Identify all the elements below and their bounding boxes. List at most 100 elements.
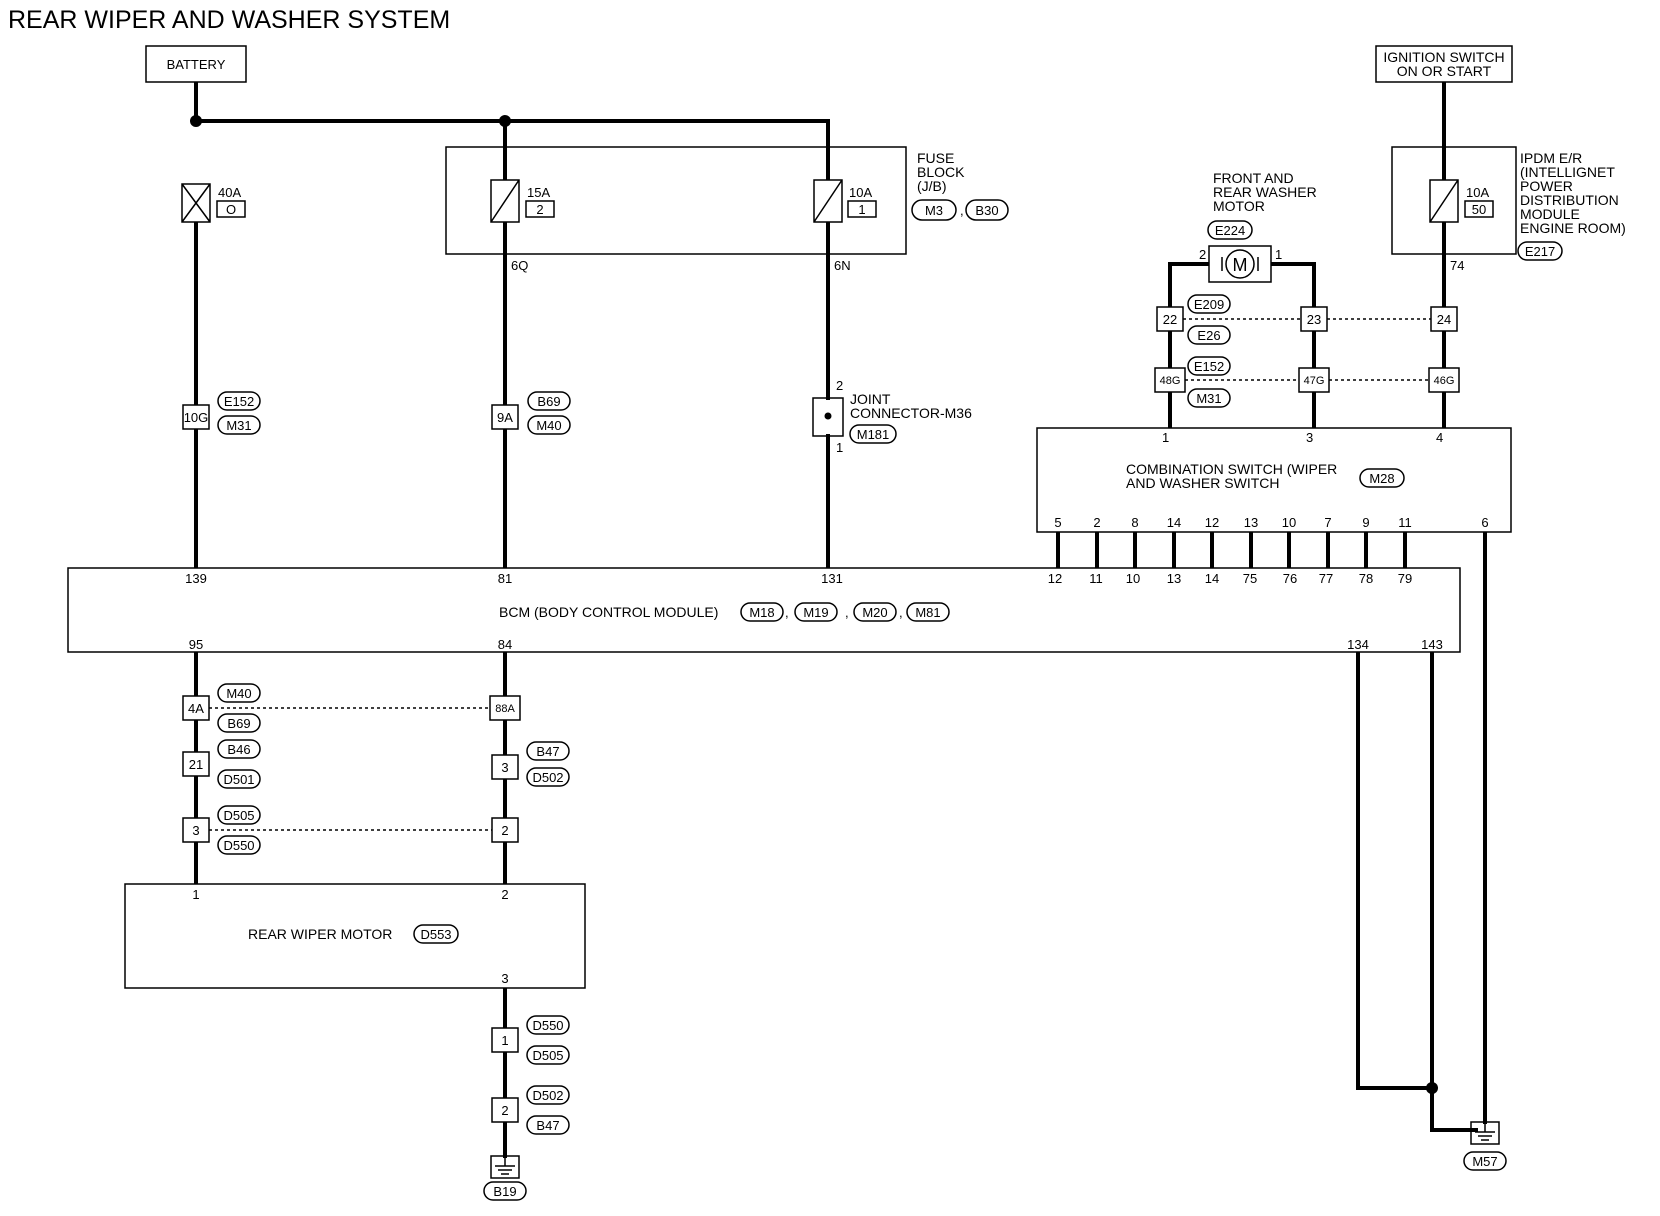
connector-10g-id-2: M31 bbox=[226, 418, 251, 433]
rear-motor-connector-id: D553 bbox=[420, 927, 451, 942]
fuse-40a-number-box bbox=[216, 200, 246, 218]
bcm-conn-2: M19 bbox=[803, 605, 828, 620]
ignition-switch-label-2: ON OR START bbox=[1397, 63, 1492, 79]
fuse-block-conn-1-oval bbox=[911, 199, 957, 221]
fuse-block-box bbox=[445, 146, 907, 255]
fuse-10a-number: 1 bbox=[858, 202, 865, 217]
combo-pin: 7 bbox=[1324, 515, 1331, 530]
rear-motor-pin-3: 3 bbox=[501, 971, 508, 986]
fuse-40a-rating: 40A bbox=[218, 185, 241, 200]
bcm-label: BCM (BODY CONTROL MODULE) bbox=[499, 604, 718, 620]
combo-pin: 6 bbox=[1481, 515, 1488, 530]
bcm-pin: 76 bbox=[1283, 571, 1297, 586]
ipdm-label-2: (INTELLIGNET bbox=[1520, 164, 1615, 180]
fuse-40a-number: O bbox=[226, 202, 236, 217]
rear-motor-pin-2: 2 bbox=[501, 887, 508, 902]
washer-to-switch-wires bbox=[1168, 331, 1316, 428]
connector-22-pin: 22 bbox=[1163, 312, 1177, 327]
bcm-conn-4: M81 bbox=[915, 605, 940, 620]
ground-b19-label: B19 bbox=[493, 1184, 516, 1199]
washer-motor-label-1: FRONT AND bbox=[1213, 170, 1294, 186]
fuse-ipdm-number: 50 bbox=[1472, 202, 1486, 217]
fusible-link-40a-icon bbox=[181, 183, 211, 223]
combo-pin: 12 bbox=[1205, 515, 1219, 530]
connector-lower-row2-id-3-oval bbox=[526, 741, 570, 761]
ground-chain-id-4-oval bbox=[526, 1115, 570, 1135]
combo-switch-top-pin-1: 1 bbox=[1162, 430, 1169, 445]
connector-row1-id-2-oval bbox=[1187, 325, 1231, 345]
connector-88a bbox=[489, 695, 521, 721]
connector-row1-id-2: E26 bbox=[1197, 328, 1220, 343]
connector-3-d505-pin: 3 bbox=[192, 823, 199, 838]
connector-row1-id-1-oval bbox=[1187, 294, 1231, 314]
connector-2-d550-pin: 2 bbox=[501, 823, 508, 838]
ground-b19-oval bbox=[483, 1181, 527, 1201]
ground-chain-id-1-oval bbox=[526, 1015, 570, 1035]
ground-chain-id-4: B47 bbox=[536, 1118, 559, 1133]
ipdm-label-5: MODULE bbox=[1520, 206, 1580, 222]
bcm-conn-sep: , bbox=[845, 605, 849, 620]
connector-3-b47-pin: 3 bbox=[501, 760, 508, 775]
connector-9a bbox=[491, 404, 519, 430]
connector-10g-id-1-oval bbox=[217, 391, 261, 411]
connector-2-d502-pin: 2 bbox=[501, 1103, 508, 1118]
fuse-ipdm-rating: 10A bbox=[1466, 185, 1489, 200]
fuse-15a-icon bbox=[490, 179, 520, 223]
connector-lower-row1-id-1-oval bbox=[217, 683, 261, 703]
washer-motor-wires bbox=[1168, 262, 1316, 307]
ipdm-connector-oval bbox=[1517, 241, 1563, 261]
bcm-pin: 11 bbox=[1089, 571, 1103, 586]
washer-motor-connector-id: E224 bbox=[1215, 223, 1245, 238]
connector-9a-pin: 9A bbox=[497, 410, 513, 425]
ground-m57-icon bbox=[1470, 1121, 1500, 1145]
connector-10g bbox=[182, 404, 210, 430]
bcm-pin: 13 bbox=[1167, 571, 1181, 586]
rear-motor-pin-1: 1 bbox=[192, 887, 199, 902]
bcm-conn-oval bbox=[740, 602, 784, 622]
connector-lower-row1-id-2-oval bbox=[217, 713, 261, 733]
connector-1-d550 bbox=[491, 1027, 519, 1053]
battery-box bbox=[145, 45, 247, 83]
connector-lower-row2-id-2: D501 bbox=[223, 772, 254, 787]
connector-lower-row1-id-1: M40 bbox=[226, 686, 251, 701]
connector-lower-row3-id-2-oval bbox=[217, 835, 261, 855]
bcm-top-pins: 139 81 131 12 11 10 13 14 75 76 77 78 79 bbox=[185, 571, 1412, 586]
fuse-block-label-3: (J/B) bbox=[917, 178, 947, 194]
fuse-10a-rating: 10A bbox=[849, 185, 872, 200]
connector-21 bbox=[182, 751, 210, 777]
ground-m57-oval bbox=[1463, 1151, 1507, 1171]
connector-lower-row2-id-1-oval bbox=[217, 739, 261, 759]
connector-9a-id-1-oval bbox=[527, 391, 571, 411]
ground-chain-id-3-oval bbox=[526, 1085, 570, 1105]
rear-wiper-motor-label: REAR WIPER MOTOR bbox=[248, 926, 392, 942]
bcm-pin: 78 bbox=[1359, 571, 1373, 586]
joint-connector-id-oval bbox=[849, 424, 897, 444]
bcm-conn-sep: , bbox=[899, 605, 903, 620]
connector-47g-pin: 47G bbox=[1304, 375, 1325, 387]
combo-pin: 14 bbox=[1167, 515, 1181, 530]
connector-10g-id-1: E152 bbox=[224, 394, 254, 409]
combo-switch-connector-oval bbox=[1359, 468, 1405, 488]
ipdm-connector-id: E217 bbox=[1525, 244, 1555, 259]
joint-connector-id: M181 bbox=[857, 427, 890, 442]
fuse-block-label-2: BLOCK bbox=[917, 164, 965, 180]
combo-pin: 9 bbox=[1362, 515, 1369, 530]
bcm-pin: 12 bbox=[1048, 571, 1062, 586]
joint-connector-pin-bottom: 1 bbox=[836, 440, 843, 455]
bcm-pin: 139 bbox=[185, 571, 207, 586]
combo-pin: 5 bbox=[1054, 515, 1061, 530]
ipdm-box bbox=[1391, 146, 1517, 255]
bcm-conn-oval bbox=[853, 602, 897, 622]
connector-row2-id-1-oval bbox=[1187, 356, 1231, 376]
washer-motor-label-2: REAR WASHER bbox=[1213, 184, 1317, 200]
bcm-conn-3: M20 bbox=[862, 605, 887, 620]
battery-bus-wire bbox=[194, 82, 830, 147]
joint-connector-label-2: CONNECTOR-M36 bbox=[850, 405, 972, 421]
ground-chain-id-2-oval bbox=[526, 1045, 570, 1065]
washer-motor-symbol: M bbox=[1233, 255, 1248, 275]
connector-lower-row1-id-2: B69 bbox=[227, 716, 250, 731]
bcm-conn-1: M18 bbox=[749, 605, 774, 620]
combo-switch-bottom-pins: 5 2 8 14 12 13 10 7 9 11 6 bbox=[1054, 515, 1488, 530]
bcm-pin: 10 bbox=[1126, 571, 1140, 586]
bcm-bottom-pin-143: 143 bbox=[1421, 637, 1443, 652]
